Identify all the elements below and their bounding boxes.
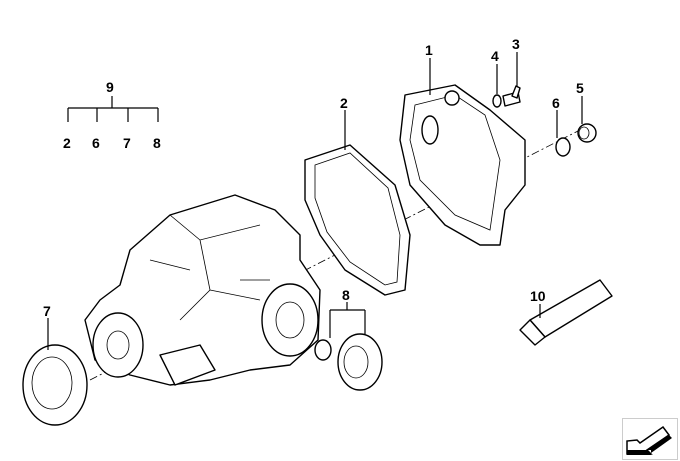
sealant-tube: 10 xyxy=(519,279,613,346)
shaft-seal-right: 8 xyxy=(314,287,383,391)
screw-plug: 5 xyxy=(576,80,597,143)
navigate-arrow-button[interactable] xyxy=(622,418,678,460)
bolt: 3 xyxy=(502,36,521,107)
callout-6-child: 6 xyxy=(92,135,100,151)
callout-2-child: 2 xyxy=(63,135,71,151)
arrow-down-left-icon xyxy=(626,425,672,455)
callout-2: 2 xyxy=(340,95,348,111)
callout-6: 6 xyxy=(552,95,560,111)
housing-cover: 1 xyxy=(399,42,526,246)
sealing-ring: 6 xyxy=(552,95,571,157)
group-tree-9: 9 2 6 7 8 xyxy=(63,79,161,151)
differential-housing xyxy=(84,194,321,386)
shaft-seal-left: 7 xyxy=(22,303,88,426)
gasket: 2 xyxy=(304,95,411,296)
callout-10: 10 xyxy=(530,288,546,304)
callout-5: 5 xyxy=(576,80,584,96)
callout-7-child: 7 xyxy=(123,135,131,151)
washer: 4 xyxy=(491,48,502,108)
callout-9: 9 xyxy=(106,79,114,95)
callout-3: 3 xyxy=(512,36,520,52)
callout-8-child: 8 xyxy=(153,135,161,151)
callout-8: 8 xyxy=(342,287,350,303)
callout-1: 1 xyxy=(425,42,433,58)
callout-4: 4 xyxy=(491,48,499,64)
callout-7: 7 xyxy=(43,303,51,319)
